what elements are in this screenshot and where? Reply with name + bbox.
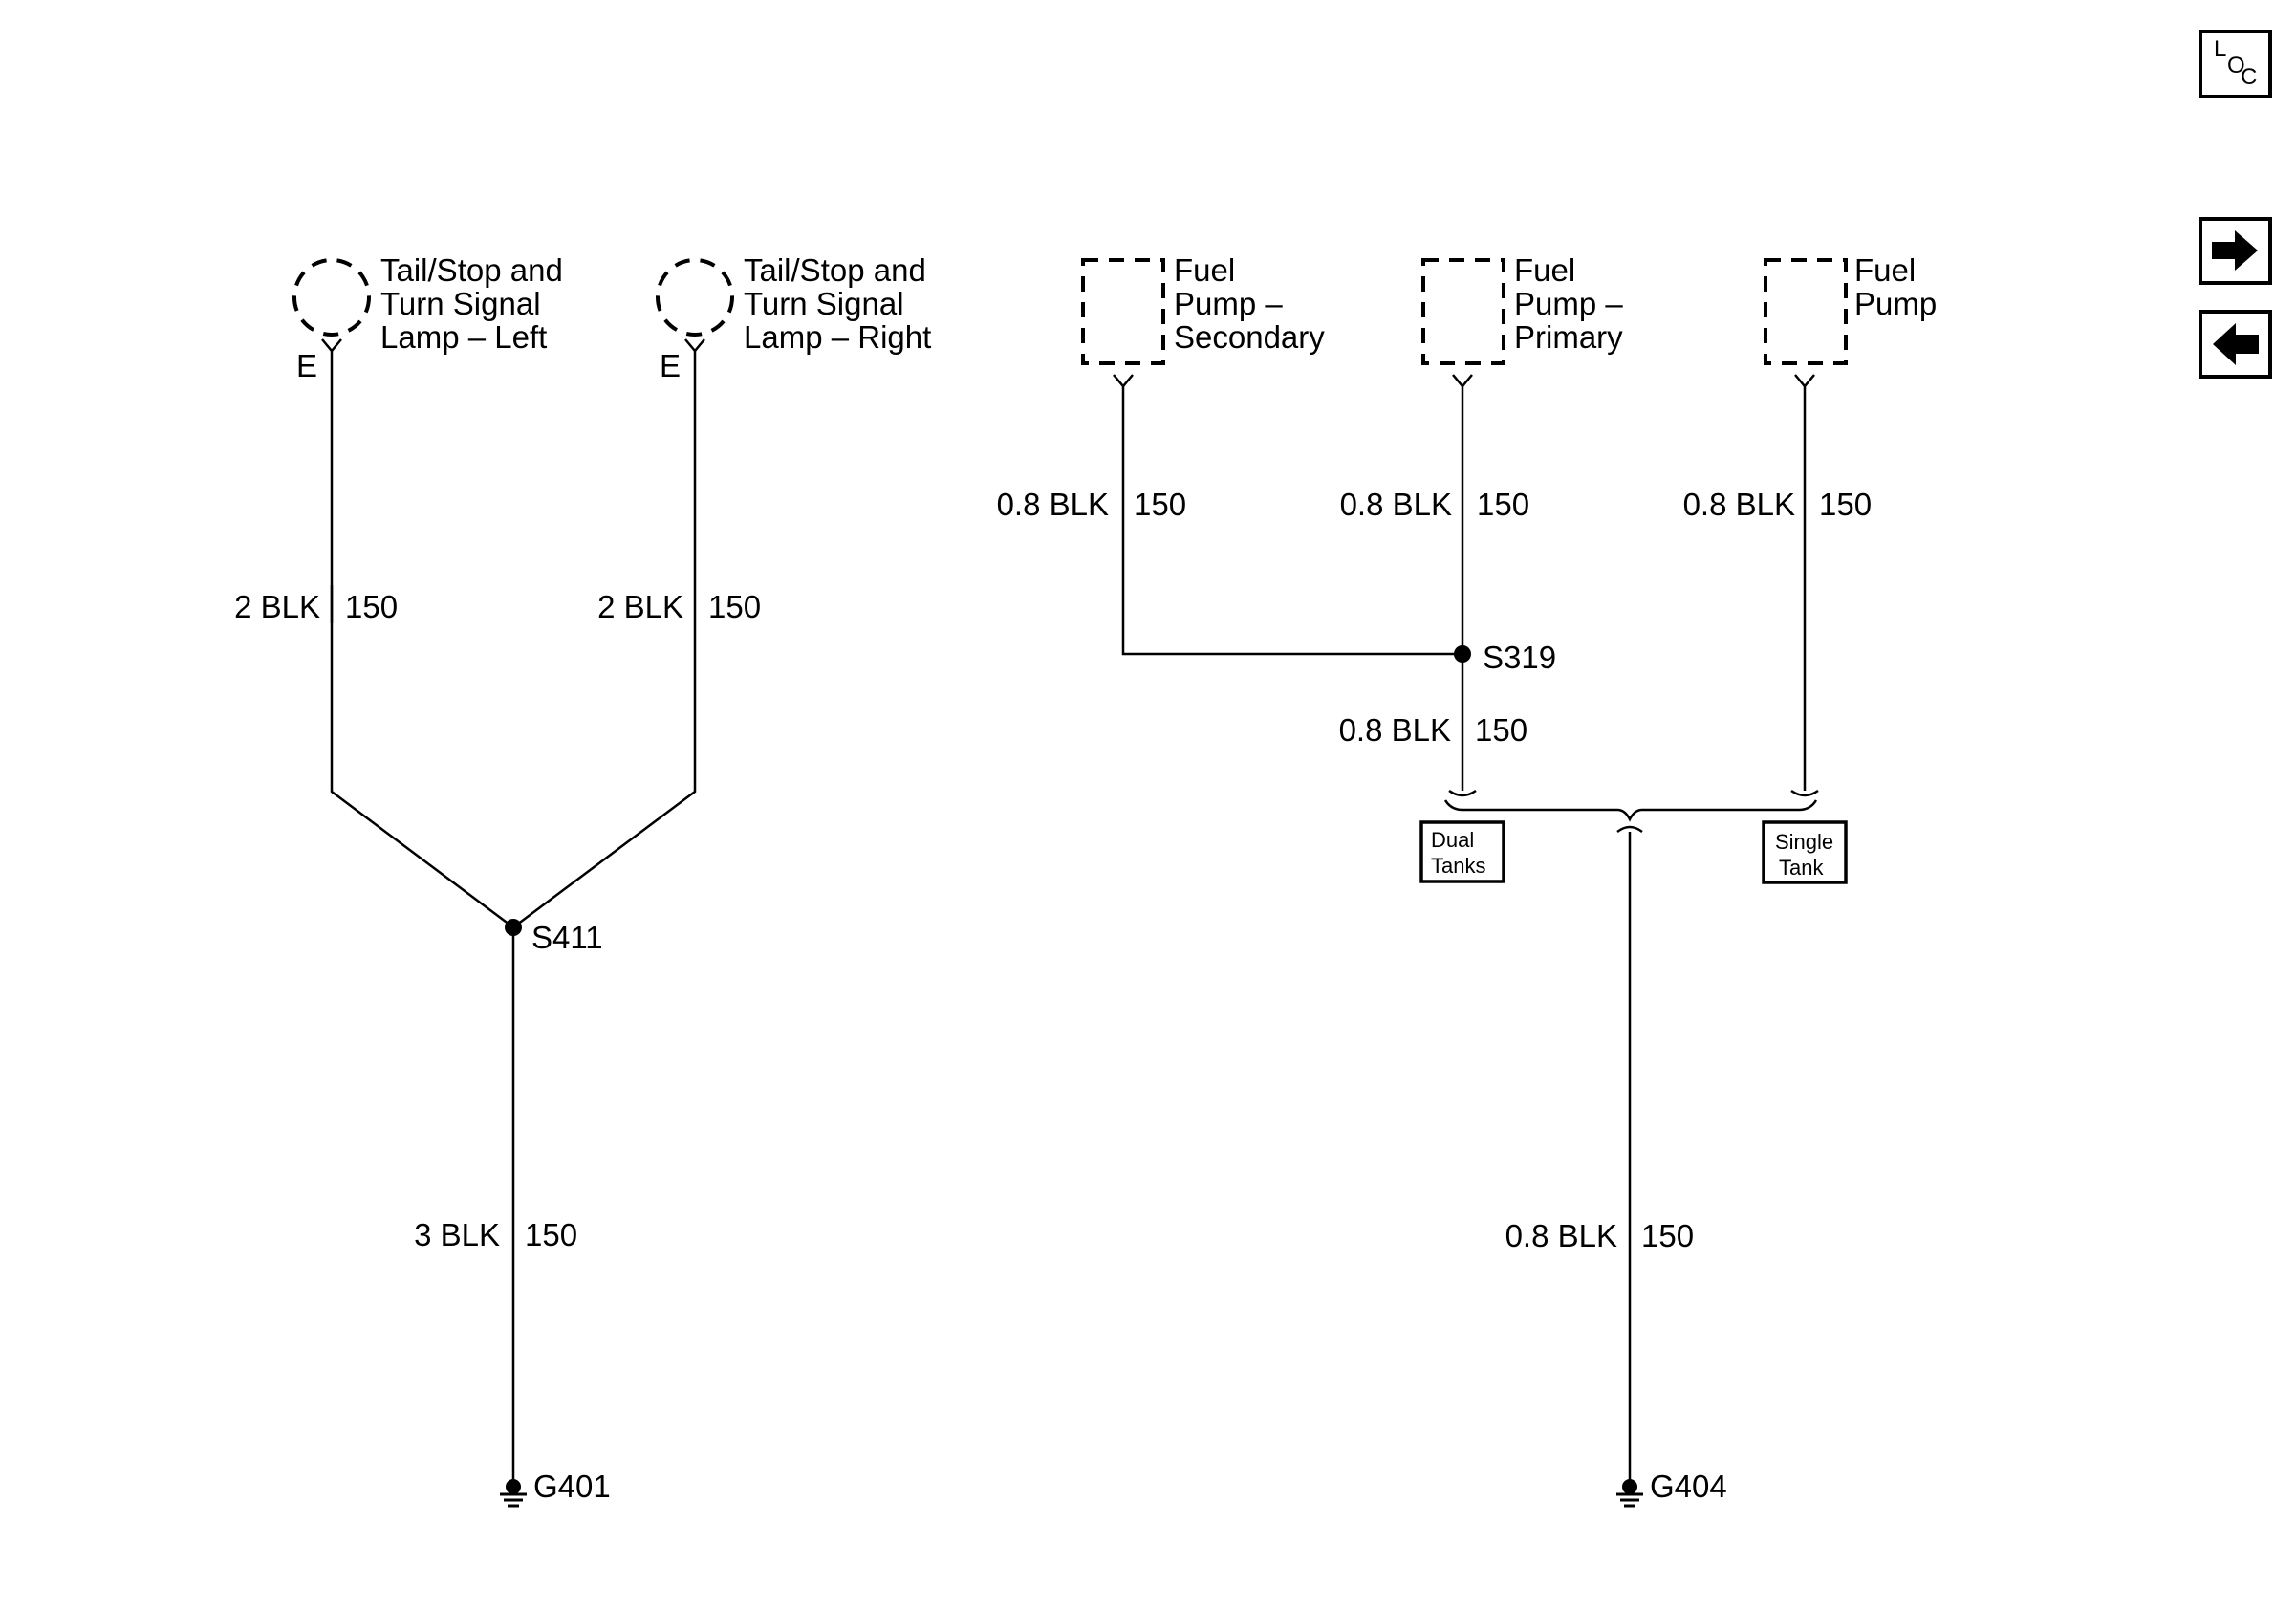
- lamp-right-symbol: [656, 258, 734, 337]
- splice-s319: S319: [1454, 640, 1556, 675]
- pump-single-label-line1: Fuel: [1854, 252, 1916, 288]
- pump-primary-symbol: [1421, 258, 1505, 365]
- lamp-right-pin-label: E: [660, 348, 681, 383]
- circuit-label-pump-single: 150: [1819, 487, 1872, 522]
- circuit-label-s319-out: 150: [1475, 712, 1527, 748]
- lamp-left-pin-label: E: [296, 348, 317, 383]
- pump-single-symbol: [1764, 258, 1848, 365]
- tail-stop-turn-lamp-left: Tail/Stop and Turn Signal Lamp – Left E: [292, 252, 563, 383]
- circuit-label-s411-ground: 150: [525, 1217, 577, 1252]
- pump-primary-label-line2: Pump –: [1514, 286, 1623, 321]
- pump-secondary-pin: [1113, 374, 1134, 388]
- pump-primary-pin: [1452, 374, 1473, 388]
- lamp-left-wire: [330, 351, 514, 929]
- next-page-button[interactable]: [2199, 217, 2272, 285]
- option-single-tank-line2: Tank: [1779, 856, 1824, 880]
- wire-label-g404-ground: 0.8 BLK: [1505, 1218, 1617, 1253]
- option-single-tank-line1: Single: [1775, 830, 1833, 854]
- lamp-right-wire: [512, 351, 697, 929]
- splice-s411-label: S411: [531, 920, 603, 955]
- ground-g401: G401: [500, 1469, 611, 1508]
- pump-secondary-label-line1: Fuel: [1174, 252, 1235, 288]
- fuel-pump-secondary: Fuel Pump – Secondary: [1081, 252, 1325, 388]
- option-dual-tanks-line2: Tanks: [1431, 854, 1485, 878]
- prev-page-button[interactable]: [2199, 310, 2272, 379]
- pump-primary-label-line1: Fuel: [1514, 252, 1575, 288]
- circuit-label-g404-ground: 150: [1641, 1218, 1694, 1253]
- fuel-pump-single: Fuel Pump: [1764, 252, 1937, 388]
- lamp-right-label-line2: Turn Signal: [744, 286, 904, 321]
- option-single-tank: Single Tank: [1762, 820, 1848, 884]
- pump-secondary-symbol: [1081, 258, 1165, 365]
- lamp-left-label-line1: Tail/Stop and: [380, 252, 563, 288]
- wire-label-pump-single: 0.8 BLK: [1683, 487, 1795, 522]
- lamp-left-pin: [321, 338, 342, 353]
- wire-label-pump-secondary: 0.8 BLK: [997, 487, 1109, 522]
- lamp-right-label-line1: Tail/Stop and: [744, 252, 926, 288]
- loc-letter-l: L: [2214, 36, 2226, 62]
- wire-label-lamp-left: 2 BLK: [234, 589, 320, 624]
- ground-g404: G404: [1616, 1469, 1727, 1508]
- lamp-left-label-line2: Turn Signal: [380, 286, 541, 321]
- tail-stop-turn-lamp-right: Tail/Stop and Turn Signal Lamp – Right E: [656, 252, 931, 383]
- splice-s411: S411: [505, 919, 603, 955]
- ground-g401-label: G401: [533, 1469, 611, 1504]
- loc-letter-c: C: [2241, 64, 2257, 90]
- circuit-label-pump-primary: 150: [1477, 487, 1529, 522]
- circuit-label-pump-secondary: 150: [1134, 487, 1186, 522]
- circuit-label-lamp-right: 150: [708, 589, 761, 624]
- wire-label-s411-ground: 3 BLK: [414, 1217, 500, 1252]
- pump-primary-label-line3: Primary: [1514, 319, 1623, 355]
- pump-single-label-line2: Pump: [1854, 286, 1937, 321]
- option-dual-tanks: Dual Tanks: [1419, 820, 1505, 883]
- wire-label-pump-primary: 0.8 BLK: [1340, 487, 1452, 522]
- wire-label-lamp-right: 2 BLK: [597, 589, 683, 624]
- right-arrow-icon: [2212, 230, 2258, 271]
- wire-label-s319-out: 0.8 BLK: [1339, 712, 1451, 748]
- pump-secondary-label-line2: Pump –: [1174, 286, 1283, 321]
- lamp-left-symbol: [292, 258, 371, 337]
- pump-secondary-label-line3: Secondary: [1174, 319, 1325, 355]
- circuit-label-lamp-left: 150: [345, 589, 398, 624]
- fuel-pump-primary: Fuel Pump – Primary: [1421, 252, 1623, 388]
- ground-g404-label: G404: [1650, 1469, 1727, 1504]
- option-brace: [1443, 789, 1819, 834]
- lamp-right-label-line3: Lamp – Right: [744, 319, 931, 355]
- left-arrow-icon: [2213, 323, 2259, 365]
- pump-secondary-wire: [1121, 386, 1462, 656]
- lamp-left-label-line3: Lamp – Left: [380, 319, 547, 355]
- loc-letter-o: O: [2227, 53, 2245, 78]
- pump-single-pin: [1794, 374, 1815, 388]
- loc-button[interactable]: L O C: [2199, 30, 2272, 98]
- lamp-right-pin: [684, 338, 705, 353]
- splice-s319-label: S319: [1483, 640, 1556, 675]
- option-dual-tanks-line1: Dual: [1431, 828, 1474, 852]
